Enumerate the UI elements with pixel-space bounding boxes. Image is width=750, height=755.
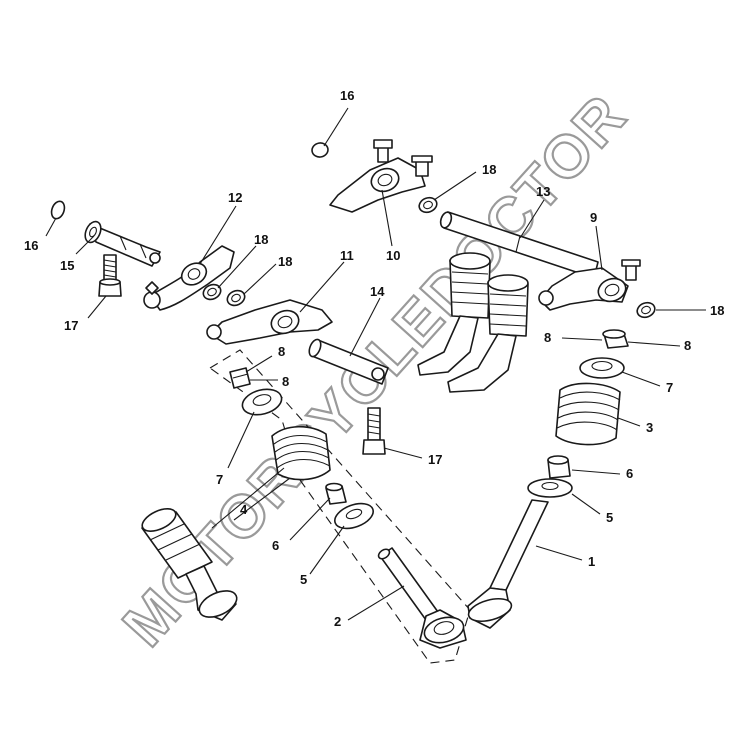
leader-6-right	[571, 469, 621, 475]
leader-8-right-b	[627, 341, 681, 347]
leader-2	[347, 585, 405, 621]
leader-16-top	[323, 107, 349, 147]
callout-5-right: 5	[606, 510, 613, 525]
leader-18-mid-b	[243, 263, 277, 295]
valve-1	[467, 499, 549, 629]
callout-17-center: 17	[428, 452, 442, 467]
callout-5-left: 5	[300, 572, 307, 587]
callout-13: 13	[536, 184, 550, 199]
callout-2: 2	[334, 614, 341, 629]
leader-17-left	[87, 295, 107, 319]
rocker-arm-12	[143, 245, 235, 311]
callout-18-mid-b: 18	[278, 254, 292, 269]
thrust-washer-18-a	[202, 283, 222, 301]
thrust-washer-18-d	[636, 301, 656, 319]
leader-1	[535, 545, 583, 561]
valve-stem-seal-6-left	[325, 482, 347, 505]
leader-8-right-a	[561, 337, 603, 341]
valve-2	[377, 547, 467, 649]
callout-10: 10	[386, 248, 400, 263]
leader-17-center	[383, 447, 423, 459]
leader-11	[299, 261, 345, 313]
leader-9	[595, 225, 603, 271]
leader-7-right	[621, 371, 661, 387]
valve-stem-seal-6-right	[547, 455, 571, 479]
leader-5-left	[309, 525, 345, 575]
bolt-17-center	[362, 407, 386, 455]
rocker-arm-10	[329, 139, 433, 213]
valve-collet-8-left	[229, 367, 251, 389]
callout-8-left-a: 8	[278, 344, 285, 359]
spring-seat-5-right	[527, 478, 573, 498]
callout-15: 15	[60, 258, 74, 273]
valve-spring-4	[271, 425, 331, 481]
rocker-arm-9	[538, 259, 641, 311]
spring-retainer-7-right	[579, 357, 625, 379]
callout-7-right: 7	[666, 380, 673, 395]
leader-4a	[211, 467, 285, 529]
leader-18-mid-a	[217, 245, 257, 289]
leader-18-top	[433, 171, 477, 201]
leader-12	[199, 205, 237, 265]
leader-16-left	[45, 217, 57, 237]
callout-14: 14	[370, 284, 385, 299]
spring-seat-5-left	[334, 502, 374, 530]
leader-6-left	[289, 497, 331, 541]
callout-6-right: 6	[626, 466, 633, 481]
leader-8-left-a	[245, 355, 273, 373]
valve-spring-3	[555, 382, 621, 446]
callout-8-right-b: 8	[684, 338, 691, 353]
callout-16-left: 16	[24, 238, 38, 253]
valve-collet-8-right	[602, 329, 629, 349]
rocker-shaft-14	[308, 338, 389, 385]
callout-8-left-b: 8	[282, 374, 289, 389]
bolt-17-left	[98, 254, 122, 297]
leader-5-right	[571, 493, 601, 515]
callout-9: 9	[590, 210, 597, 225]
o-ring-16-left	[50, 200, 66, 220]
callout-6-left: 6	[272, 538, 279, 553]
callout-16-top: 16	[340, 88, 354, 103]
callout-3: 3	[646, 420, 653, 435]
callout-4: 4	[240, 502, 248, 517]
rocker-shaft-15	[84, 220, 161, 267]
callout-1: 1	[588, 554, 595, 569]
leader-13	[519, 199, 545, 239]
callout-18-mid-a: 18	[254, 232, 268, 247]
callout-11: 11	[340, 248, 354, 263]
callout-7-left: 7	[216, 472, 223, 487]
o-ring-16-top	[311, 142, 329, 158]
leader-4b	[233, 477, 291, 521]
callout-8-right-a: 8	[544, 330, 551, 345]
callout-12: 12	[228, 190, 242, 205]
valve-lifter-lower-left	[141, 508, 238, 621]
callout-18-right: 18	[710, 303, 724, 318]
leader-7-left	[227, 411, 255, 469]
rocker-arm-11	[206, 299, 333, 345]
callout-17-left: 17	[64, 318, 78, 333]
callout-18-top: 18	[482, 162, 496, 177]
spring-retainer-7-left	[241, 388, 283, 416]
leader-15	[75, 235, 95, 255]
leader-3	[617, 417, 641, 427]
leader-14	[349, 297, 381, 357]
leader-10	[381, 189, 393, 247]
thrust-washer-18-c	[418, 196, 438, 214]
thrust-washer-18-b	[226, 289, 246, 307]
valve-lifter-pair	[417, 252, 529, 393]
